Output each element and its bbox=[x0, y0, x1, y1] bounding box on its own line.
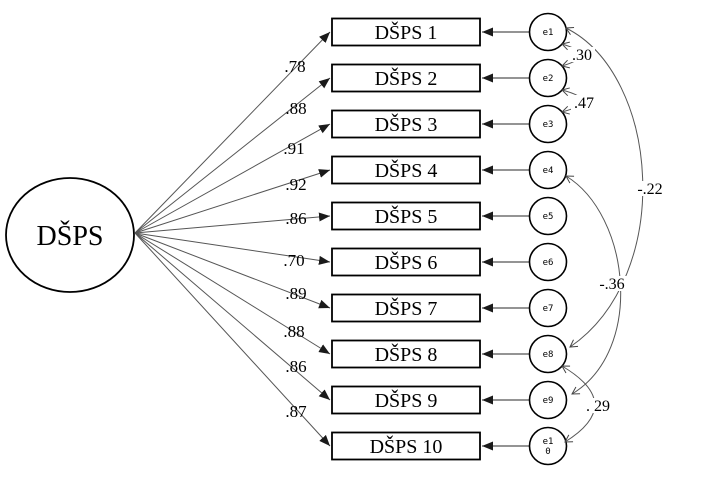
covariance-arc-e1-e8 bbox=[565, 27, 644, 348]
loading-path bbox=[134, 123, 331, 234]
loading-label: .88 bbox=[283, 322, 304, 341]
latent-label: DŠPS bbox=[37, 221, 104, 252]
indicator-label: DŠPS 2 bbox=[375, 66, 438, 90]
indicator-label: DŠPS 1 bbox=[375, 20, 438, 44]
error-label: e4 bbox=[543, 166, 554, 176]
covariance-label-bg bbox=[581, 398, 615, 413]
indicator-box bbox=[331, 109, 481, 139]
indicator-box bbox=[331, 63, 481, 93]
loading-paths bbox=[134, 31, 331, 447]
loading-label: .91 bbox=[283, 139, 304, 158]
loading-label: .87 bbox=[285, 402, 307, 421]
loading-path bbox=[134, 232, 331, 265]
error-label: e9 bbox=[543, 396, 554, 406]
indicator-label: DŠPS 7 bbox=[375, 296, 438, 320]
indicator-box bbox=[331, 293, 481, 323]
covariance-label: . 29 bbox=[586, 398, 610, 415]
loading-path bbox=[134, 232, 331, 309]
loading-label: .88 bbox=[285, 99, 306, 118]
covariance-label-bg bbox=[634, 181, 667, 196]
loading-path bbox=[134, 232, 331, 355]
indicator-label: DŠPS 8 bbox=[375, 342, 438, 366]
covariance-label-bg bbox=[596, 276, 629, 291]
error-label: e2 bbox=[543, 74, 554, 84]
error-circles: e1 e2 e3 e4 e5 e6 e7 e8 e9 e1 0 bbox=[528, 12, 568, 466]
indicator-box bbox=[331, 247, 481, 277]
loading-path bbox=[134, 169, 331, 234]
indicator-box bbox=[331, 155, 481, 185]
loading-path bbox=[134, 77, 331, 234]
covariance-label: .47 bbox=[574, 95, 594, 112]
error-label: e6 bbox=[543, 258, 554, 268]
loading-label: .86 bbox=[285, 357, 306, 376]
covariance-labels: .30 .47 -.22 -.36 . 29 bbox=[569, 47, 667, 415]
error-label: e5 bbox=[543, 212, 554, 222]
indicator-label: DŠPS 6 bbox=[375, 250, 438, 274]
error-label: e8 bbox=[543, 350, 554, 360]
error-circle bbox=[528, 426, 568, 466]
indicator-label: DŠPS 3 bbox=[375, 112, 438, 136]
loading-labels: .78 .88 .91 .92 .86 .70 .89 .88 .86 .87 bbox=[283, 57, 307, 421]
loading-label: .89 bbox=[285, 284, 306, 303]
covariance-label: -.36 bbox=[599, 276, 624, 293]
covariance-label: .30 bbox=[572, 47, 592, 64]
indicator-label: DŠPS 5 bbox=[375, 204, 438, 228]
covariance-label-bg bbox=[571, 95, 597, 110]
indicator-label: DŠPS 4 bbox=[375, 158, 438, 182]
error-paths bbox=[482, 27, 529, 451]
loading-path bbox=[134, 232, 331, 447]
error-label: e7 bbox=[543, 304, 554, 314]
loading-path bbox=[134, 232, 331, 401]
loading-path bbox=[134, 31, 331, 234]
loading-label: .78 bbox=[284, 57, 305, 76]
indicator-box bbox=[331, 431, 481, 461]
covariance-arcs bbox=[561, 27, 644, 443]
indicator-box bbox=[331, 339, 481, 369]
indicator-boxes: DŠPS 1 DŠPS 2 DŠPS 3 DŠPS 4 DŠPS 5 DŠPS … bbox=[331, 17, 481, 461]
indicator-box bbox=[331, 17, 481, 47]
loading-label: .86 bbox=[285, 209, 306, 228]
indicator-label: DŠPS 10 bbox=[370, 434, 443, 458]
loading-label: .92 bbox=[285, 175, 306, 194]
loading-path bbox=[134, 212, 331, 234]
latent-factor-group: DŠPS bbox=[5, 177, 135, 293]
error-label-line2: 0 bbox=[545, 447, 550, 457]
error-label-line1: e1 bbox=[543, 437, 554, 447]
error-label: e3 bbox=[543, 120, 554, 130]
indicator-box bbox=[331, 385, 481, 415]
indicator-label: DŠPS 9 bbox=[375, 388, 438, 412]
loading-label: .70 bbox=[283, 251, 304, 270]
covariance-label-bg bbox=[569, 47, 595, 62]
covariance-label: -.22 bbox=[637, 181, 662, 198]
error-label: e1 bbox=[543, 28, 554, 38]
indicator-box bbox=[331, 201, 481, 231]
latent-ellipse bbox=[5, 177, 135, 293]
